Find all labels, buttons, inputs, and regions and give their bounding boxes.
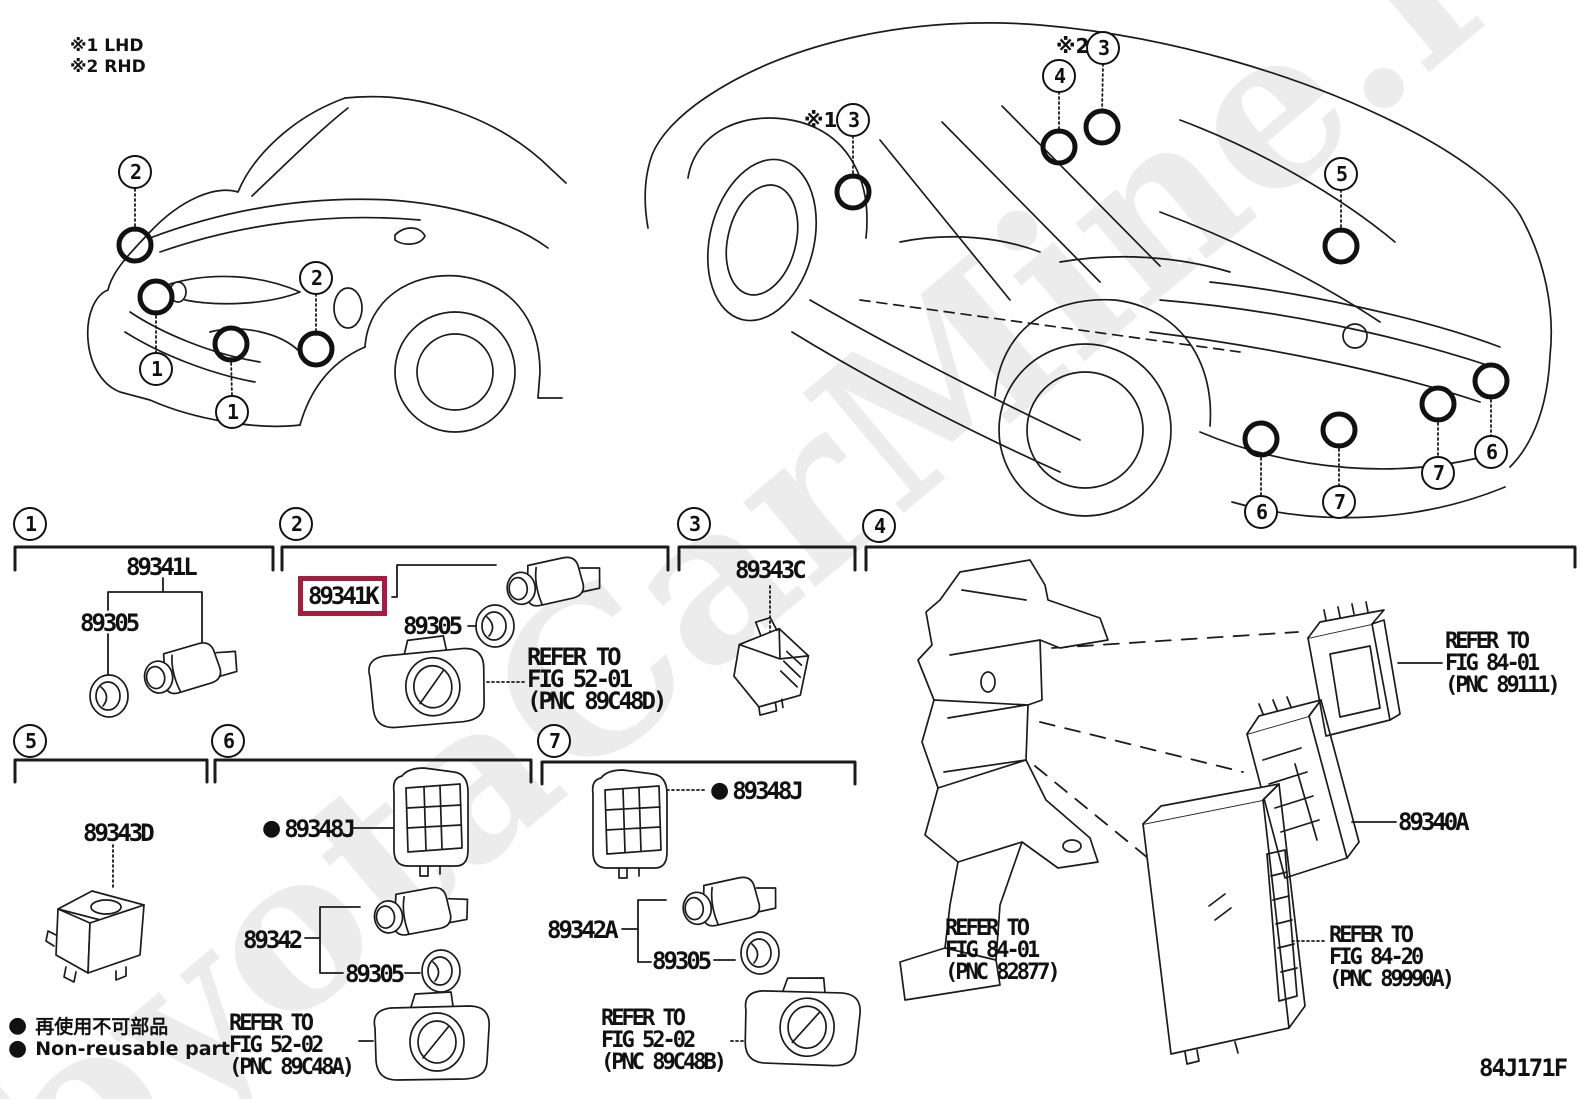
refer-note-fig52-01: REFER TO FIG 52-01 (PNC 89C48D) xyxy=(527,643,667,715)
callout-rear-5: 5 xyxy=(1324,157,1358,191)
callout-front-2b: 2 xyxy=(299,261,333,295)
callout-leader-lines xyxy=(134,63,1492,497)
part-label-89343C[interactable]: 89343C xyxy=(735,556,807,584)
part-label-89342A[interactable]: 89342A xyxy=(547,916,619,944)
non-reusable-text-jp: 再使用不可部品 xyxy=(35,1016,169,1038)
sensor-marker xyxy=(1242,420,1280,458)
section-6-badge: 6 xyxy=(211,724,245,758)
clip-drawing-89348J-s7 xyxy=(591,769,668,879)
section-brackets xyxy=(13,545,1577,786)
part-label-89348J-s7[interactable]: ●89348J xyxy=(710,777,804,805)
part-label-89305-s7[interactable]: 89305 xyxy=(652,947,712,975)
refer-note-fig52-02-89C48A: REFER TO FIG 52-02 (PNC 89C48A) xyxy=(229,1011,355,1080)
sensor-marker xyxy=(116,226,154,264)
callout-rear-6a: 6 xyxy=(1244,495,1278,529)
non-reusable-note-en: ● Non-reusable part xyxy=(8,1036,230,1061)
callout-front-1a: 1 xyxy=(139,352,173,386)
refer-note-fig84-20-89990A: REFER TO FIG 84-20 (PNC 89990A) xyxy=(1329,923,1455,992)
sensor-marker xyxy=(834,173,872,211)
non-reusable-bullet: ● xyxy=(262,816,282,841)
callout-rear-4: 4 xyxy=(1042,59,1076,93)
sensor-marker xyxy=(1322,227,1360,265)
sensor-drawing-89341L xyxy=(139,636,242,700)
section-7-badge: 7 xyxy=(537,724,571,758)
part-label-89343D[interactable]: 89343D xyxy=(83,819,155,847)
part-label-89305-s1[interactable]: 89305 xyxy=(80,609,140,637)
section-2-badge: 2 xyxy=(279,507,313,541)
sensor-marker xyxy=(1419,385,1457,423)
part-label-89341L[interactable]: 89341L xyxy=(126,553,198,581)
bezel-drawing-s7 xyxy=(741,973,863,1069)
note-rhd: ※2 xyxy=(1056,34,1090,58)
drive-type-legend: ※1 LHD※2 RHD xyxy=(70,36,146,78)
part-label-89305-s6[interactable]: 89305 xyxy=(345,960,405,988)
sensor-marker xyxy=(137,278,175,316)
sensor-marker xyxy=(1320,411,1358,449)
section-4-badge: 4 xyxy=(862,509,896,543)
front-car-drawing xyxy=(86,95,567,433)
section-1-badge: 1 xyxy=(13,507,47,541)
refer-note-fig52-02-89C48B: REFER TO FIG 52-02 (PNC 89C48B) xyxy=(601,1006,727,1075)
callout-rear-6b: 6 xyxy=(1474,435,1508,469)
retainer-drawing-89305-s2 xyxy=(475,604,515,648)
sensor-marker xyxy=(297,330,335,368)
non-reusable-text-en: Non-reusable part xyxy=(35,1038,230,1060)
ecu-drawing-89990A xyxy=(1142,783,1306,1065)
callout-rear-3b: 3 xyxy=(1086,31,1120,65)
legend-lhd: ※1 LHD xyxy=(70,36,144,56)
part-label-89348J-text[interactable]: 89348J xyxy=(732,777,804,805)
refer-note-fig84-01-89111: REFER TO FIG 84-01 (PNC 89111) xyxy=(1445,629,1561,698)
refer-note-fig84-01-82877: REFER TO FIG 84-01 (PNC 82877) xyxy=(945,916,1061,985)
retainer-drawing-89305-s7 xyxy=(740,931,780,975)
legend-rhd: ※2 RHD xyxy=(70,57,146,77)
part-label-89305-s2[interactable]: 89305 xyxy=(403,612,463,640)
part-label-89341K[interactable]: 89341K xyxy=(308,582,380,610)
sensor-marker xyxy=(1472,362,1510,400)
ecu-drawing-89340A xyxy=(1246,696,1360,879)
sensor-drawing-89342A xyxy=(679,873,780,930)
relay-drawing-89343C xyxy=(733,616,810,716)
non-reusable-bullet: ● xyxy=(8,1012,28,1038)
highlighted-part-box[interactable]: 89341K xyxy=(298,576,387,616)
part-label-89342[interactable]: 89342 xyxy=(243,926,303,954)
part-label-89348J-s6[interactable]: ●89348J xyxy=(262,815,356,843)
callout-rear-7a: 7 xyxy=(1322,485,1356,519)
callout-front-1b: 1 xyxy=(215,395,249,429)
part-label-89340A[interactable]: 89340A xyxy=(1398,808,1470,836)
sensor-box-drawing-89343D xyxy=(45,890,145,983)
callout-rear-3a: 3 xyxy=(836,103,870,137)
callout-front-2a: 2 xyxy=(118,155,152,189)
ecu-drawing-89111 xyxy=(1307,601,1401,737)
non-reusable-bullet: ● xyxy=(710,778,730,803)
bracket-drawing-s4 xyxy=(899,559,1109,1001)
section-5-badge: 5 xyxy=(13,724,47,758)
section-3-badge: 3 xyxy=(677,507,711,541)
non-reusable-bullet: ● xyxy=(8,1036,28,1061)
non-reusable-note-jp: ● 再使用不可部品 xyxy=(8,1012,168,1039)
retainer-drawing-89305-s1 xyxy=(89,674,129,718)
retainer-drawing-89305-s6 xyxy=(421,949,461,993)
clip-drawing-89348J-s6 xyxy=(392,767,469,877)
sensor-marker xyxy=(212,325,250,363)
callout-rear-7b: 7 xyxy=(1421,456,1455,490)
note-lhd: ※1 xyxy=(804,108,838,132)
sensor-marker xyxy=(1083,108,1121,146)
part-label-89348J-text[interactable]: 89348J xyxy=(284,815,356,843)
diagram-code: 84J171F xyxy=(1479,1054,1568,1082)
sensor-marker xyxy=(1040,128,1078,166)
rear-car-drawing xyxy=(644,22,1553,519)
